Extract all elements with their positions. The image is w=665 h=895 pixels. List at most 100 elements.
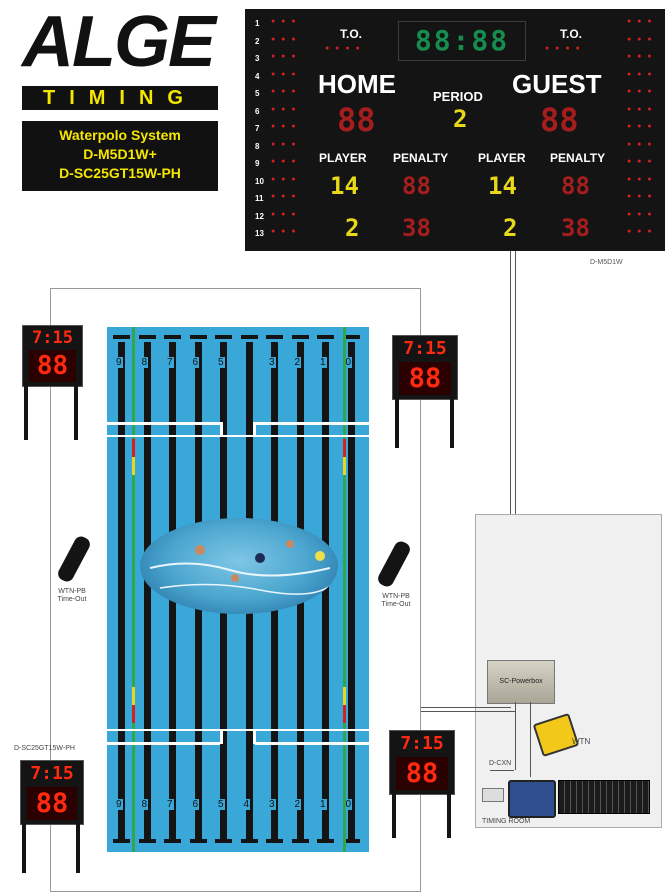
to-left-label: T.O. bbox=[340, 27, 363, 41]
lane-number-bottom: 9 bbox=[115, 799, 123, 810]
timing-logo-bar: TIMING bbox=[22, 86, 218, 110]
row-number: 13 bbox=[255, 229, 264, 238]
row-dots-right: ● ● ● bbox=[627, 210, 654, 218]
row-dots-left: ● ● ● bbox=[271, 210, 298, 218]
row-dots-left: ● ● ● bbox=[271, 53, 298, 60]
lane-end-block bbox=[342, 839, 360, 843]
lane-number-bottom: 6 bbox=[191, 799, 200, 810]
penalty-right-label: PENALTY bbox=[550, 151, 606, 165]
period-label: PERIOD bbox=[433, 89, 483, 104]
penalty-left-label: PENALTY bbox=[393, 151, 449, 165]
cable-pool-1 bbox=[421, 707, 511, 708]
goal-notch bbox=[253, 730, 256, 744]
guest-penalty-2: 38 bbox=[561, 214, 590, 242]
guest-score: 88 bbox=[540, 101, 579, 139]
guest-player-1: 14 bbox=[488, 172, 517, 200]
lane-number-top: 7 bbox=[166, 357, 174, 368]
row-number: 1 bbox=[255, 19, 260, 28]
lane-end-block bbox=[215, 839, 232, 843]
lane-end-block bbox=[317, 839, 334, 843]
lane-number-top: 1 bbox=[319, 357, 327, 368]
lane-start-block bbox=[291, 335, 309, 339]
shot-clock-count: 88 bbox=[399, 362, 451, 395]
cable-dcxn bbox=[490, 770, 514, 771]
shot-clock-leg bbox=[447, 793, 451, 838]
row-dots-right: ● ● ● bbox=[627, 88, 654, 95]
keyboard bbox=[558, 780, 650, 814]
two-meter-line bbox=[255, 742, 369, 745]
row-dots-right: ● ● ● bbox=[627, 193, 654, 200]
cable-scoreboard bbox=[510, 251, 511, 661]
row-dots-right: ● ● ● bbox=[627, 140, 654, 148]
lane-start-block bbox=[317, 335, 334, 339]
shot-clock-time: 7:15 bbox=[30, 763, 74, 784]
lane-start-block bbox=[189, 335, 207, 339]
home-penalty-1: 88 bbox=[402, 172, 431, 200]
lane-number-bottom: 1 bbox=[319, 799, 327, 810]
pool-outline bbox=[50, 288, 421, 892]
lane-number-bottom: 8 bbox=[140, 799, 149, 810]
lane-start-block bbox=[342, 335, 360, 339]
lane-number-bottom: 5 bbox=[217, 799, 225, 810]
shot-clock-count: 88 bbox=[29, 350, 76, 382]
wtn-pb-left-label: WTN-PB Time-Out bbox=[57, 588, 87, 603]
shot-clock-count: 88 bbox=[27, 787, 77, 820]
lane-start-block bbox=[138, 335, 156, 339]
row-number: 4 bbox=[255, 71, 260, 81]
lane-marker bbox=[132, 439, 135, 457]
lane-marker bbox=[343, 705, 346, 723]
cable-pool-2 bbox=[421, 711, 515, 712]
shot-clock-label: D-SC25GT15W-PH bbox=[14, 745, 75, 752]
lane-end-block bbox=[164, 839, 181, 843]
lane-start-block bbox=[164, 335, 181, 339]
row-number: 5 bbox=[255, 89, 260, 98]
home-label: HOME bbox=[318, 69, 396, 99]
goal-notch bbox=[253, 422, 256, 436]
lane-marker bbox=[132, 457, 135, 475]
row-dots-left: ● ● ● bbox=[271, 18, 298, 25]
to-right-label: T.O. bbox=[560, 27, 583, 41]
row-dots-left: ● ● ● bbox=[271, 70, 298, 78]
lane-rope bbox=[322, 342, 329, 842]
row-dots-left: ● ● ● bbox=[271, 35, 298, 43]
lane-number-top: 8 bbox=[140, 357, 149, 368]
row-dots-left: ● ● ● bbox=[271, 228, 298, 235]
five-meter-line bbox=[107, 729, 369, 731]
lane-end-block bbox=[138, 839, 156, 843]
shot-clock-leg bbox=[76, 823, 80, 873]
row-dots-right: ● ● ● bbox=[627, 158, 654, 165]
player-left-label: PLAYER bbox=[319, 151, 367, 165]
row-dots-left: ● ● ● bbox=[271, 88, 298, 95]
row-dots-right: ● ● ● bbox=[627, 175, 654, 183]
lane-start-block bbox=[215, 335, 232, 339]
cable-scoreboard-2 bbox=[515, 251, 516, 661]
guest-label: GUEST bbox=[512, 69, 602, 99]
cable-powerbox-down-2 bbox=[530, 702, 531, 777]
lane-rope bbox=[118, 342, 125, 842]
lane-marker bbox=[132, 705, 135, 723]
shot-clock-time: 7:15 bbox=[403, 338, 447, 359]
row-number: 9 bbox=[255, 159, 260, 168]
lane-start-block bbox=[266, 335, 283, 339]
row-dots-right: ● ● ● bbox=[627, 18, 654, 25]
row-number: 2 bbox=[255, 36, 260, 46]
two-meter-line bbox=[107, 422, 220, 425]
game-clock: 88:88 bbox=[398, 21, 526, 61]
lane-marker bbox=[343, 687, 346, 705]
sc-powerbox: SC-Powerbox bbox=[487, 660, 555, 704]
shot-clock-leg bbox=[24, 385, 28, 440]
lane-number-top: 6 bbox=[191, 357, 200, 368]
row-dots-left: ● ● ● bbox=[271, 193, 298, 200]
period-value: 2 bbox=[453, 105, 468, 133]
lane-number-bottom: 0 bbox=[344, 799, 353, 810]
lane-number-bottom: 2 bbox=[293, 799, 302, 810]
swimmers-graphic bbox=[149, 540, 331, 595]
shot-clock-time: 7:15 bbox=[400, 733, 444, 754]
waterpolo-photo bbox=[140, 518, 338, 614]
system-model-1: D-M5D1W+ bbox=[83, 146, 157, 162]
lane-end-block bbox=[291, 839, 309, 843]
row-number: 8 bbox=[255, 141, 260, 151]
system-label-box: Waterpolo System D-M5D1W+ D-SC25GT15W-PH bbox=[22, 121, 218, 191]
row-number: 12 bbox=[255, 211, 264, 221]
